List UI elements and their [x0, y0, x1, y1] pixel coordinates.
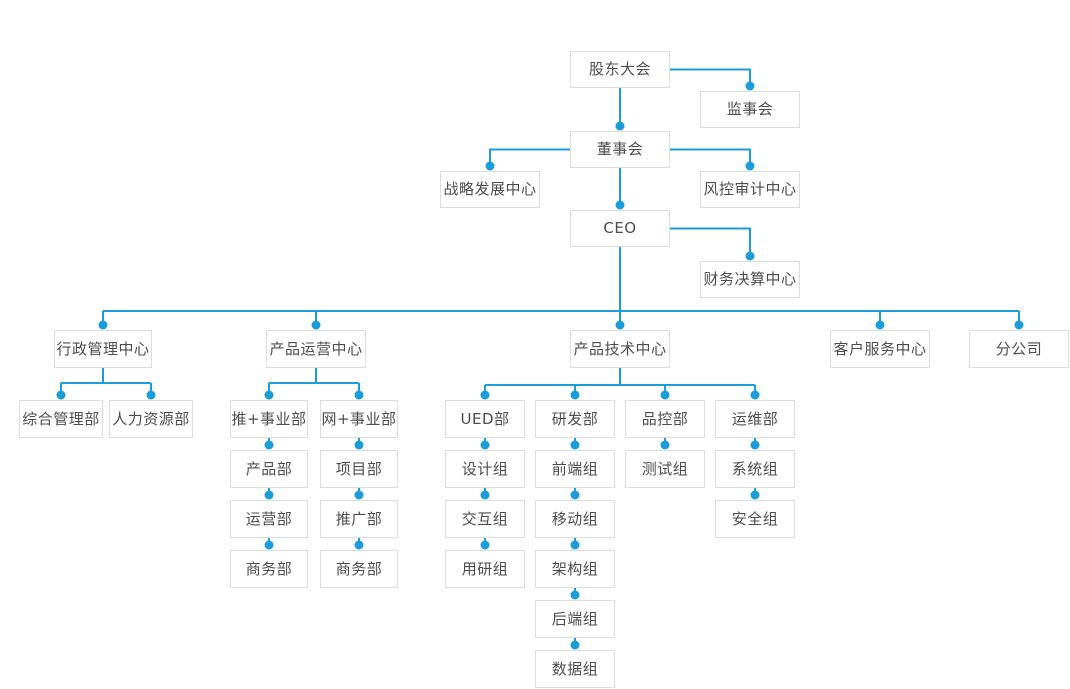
connector-line	[670, 148, 751, 170]
org-node-admin-center: 行政管理中心	[54, 330, 152, 368]
connector-dot	[485, 161, 495, 171]
org-node-ued-dept: UED部	[445, 400, 525, 438]
connector-dot	[570, 640, 580, 650]
connector-line	[670, 227, 751, 260]
connector-dot	[750, 440, 760, 450]
org-node-strategy: 战略发展中心	[440, 171, 540, 208]
org-node-supervisory: 监事会	[700, 91, 800, 128]
connector-dot	[264, 390, 274, 400]
connector-dot	[750, 390, 760, 400]
connector-dot	[615, 121, 625, 131]
org-node-biz-dept-2: 商务部	[320, 550, 398, 588]
connector-dot	[354, 490, 364, 500]
connector-dot	[615, 200, 625, 210]
connector-dot	[750, 490, 760, 500]
org-node-promotion-dept: 推广部	[320, 500, 398, 538]
org-node-branch: 分公司	[969, 330, 1069, 368]
org-node-user-research-group: 用研组	[445, 550, 525, 588]
org-node-risk: 风控审计中心	[700, 171, 800, 208]
org-node-board: 董事会	[570, 131, 670, 168]
org-node-ceo: CEO	[570, 210, 670, 247]
connector-dot	[570, 390, 580, 400]
org-node-general-admin: 综合管理部	[19, 400, 103, 438]
connector-dot	[570, 590, 580, 600]
org-node-project-dept: 项目部	[320, 450, 398, 488]
connector-dot	[264, 490, 274, 500]
connector-dot	[875, 320, 885, 330]
org-node-product-dept: 产品部	[230, 450, 308, 488]
connector-dot	[480, 490, 490, 500]
connector-dot	[660, 440, 670, 450]
connector-dot	[570, 490, 580, 500]
connector-dot	[745, 161, 755, 171]
org-node-biz-dept-1: 商务部	[230, 550, 308, 588]
connector-line	[489, 148, 570, 170]
org-node-wang-division: 网+事业部	[320, 400, 398, 438]
connector-dot	[745, 81, 755, 91]
org-node-tui-division: 推+事业部	[230, 400, 308, 438]
org-node-backend-group: 后端组	[535, 600, 615, 638]
org-node-om-dept: 运维部	[715, 400, 795, 438]
connector-dot	[745, 251, 755, 261]
org-node-test-group: 测试组	[625, 450, 705, 488]
org-node-ops-dept: 运营部	[230, 500, 308, 538]
connector-dot	[264, 540, 274, 550]
org-node-security-group: 安全组	[715, 500, 795, 538]
connector-dot	[570, 440, 580, 450]
connector-dot	[660, 390, 670, 400]
connector-dot	[311, 320, 321, 330]
connector-dot	[480, 540, 490, 550]
org-node-mobile-group: 移动组	[535, 500, 615, 538]
connector-dot	[56, 390, 66, 400]
org-node-qc-dept: 品控部	[625, 400, 705, 438]
connector-dot	[480, 440, 490, 450]
connector-dot	[354, 540, 364, 550]
connector-dot	[98, 320, 108, 330]
org-node-system-group: 系统组	[715, 450, 795, 488]
connector-dot	[146, 390, 156, 400]
org-node-shareholders: 股东大会	[570, 51, 670, 88]
connector-dot	[615, 320, 625, 330]
org-node-data-group: 数据组	[535, 650, 615, 688]
org-node-interaction-group: 交互组	[445, 500, 525, 538]
org-node-customer-service-center: 客户服务中心	[830, 330, 930, 368]
connector-line	[670, 68, 751, 90]
org-node-frontend-group: 前端组	[535, 450, 615, 488]
org-node-architecture-group: 架构组	[535, 550, 615, 588]
org-node-finance: 财务决算中心	[700, 261, 800, 298]
connector-dot	[354, 390, 364, 400]
connector-dot	[570, 540, 580, 550]
connector-dot	[1014, 320, 1024, 330]
org-node-product-ops-center: 产品运营中心	[266, 330, 366, 368]
org-node-hr: 人力资源部	[109, 400, 193, 438]
org-node-design-group: 设计组	[445, 450, 525, 488]
connector-dot	[480, 390, 490, 400]
org-node-rd-dept: 研发部	[535, 400, 615, 438]
connector-dot	[354, 440, 364, 450]
org-node-product-tech-center: 产品技术中心	[570, 330, 670, 368]
connector-dot	[264, 440, 274, 450]
